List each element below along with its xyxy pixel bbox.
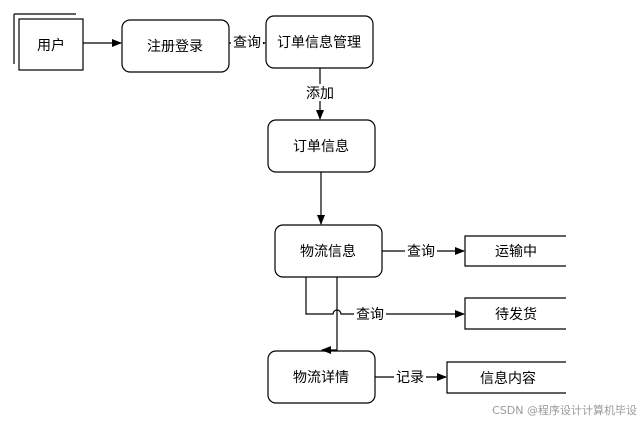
edge-label-add: 添加 bbox=[306, 86, 334, 102]
entity-user: 用户 bbox=[13, 13, 84, 71]
edge-label-query-3: 查询 bbox=[356, 307, 384, 323]
process-order-info-management: 订单信息管理 bbox=[265, 15, 374, 69]
edge-logistics-info-to-logistics-detail bbox=[321, 277, 338, 354]
entity-user-label: 用户 bbox=[37, 37, 65, 54]
datastore-in-transit: 运输中 bbox=[464, 235, 566, 267]
process-register-login: 注册登录 bbox=[121, 19, 230, 73]
edge-label-bg-query-3 bbox=[354, 305, 386, 322]
process-register-login-label: 注册登录 bbox=[147, 39, 203, 55]
datastore-pending-shipment-label: 待发货 bbox=[495, 306, 537, 323]
edge-label-bg-add bbox=[304, 84, 336, 101]
process-logistics-detail-label: 物流详情 bbox=[293, 370, 349, 386]
datastore-in-transit-label: 运输中 bbox=[495, 244, 537, 260]
edge-label-bg-query-1 bbox=[231, 33, 263, 50]
process-logistics-detail: 物流详情 bbox=[267, 350, 376, 404]
edge-label-bg-query-2 bbox=[405, 242, 437, 259]
datastore-info-content-label: 信息内容 bbox=[480, 370, 536, 387]
edge-label-bg-record bbox=[394, 368, 426, 385]
datastore-pending-shipment: 待发货 bbox=[464, 297, 566, 330]
edge-logistics-info-to-pending-shipment bbox=[305, 277, 465, 318]
process-order-info-label: 订单信息 bbox=[293, 138, 349, 155]
watermark: CSDN @程序设计计算机毕设 bbox=[492, 403, 637, 417]
edge-label-query-2: 查询 bbox=[407, 244, 435, 260]
edge-label-record: 记录 bbox=[396, 370, 424, 386]
process-order-info: 订单信息 bbox=[267, 119, 376, 173]
process-logistics-info-label: 物流信息 bbox=[300, 243, 356, 260]
datastore-info-content: 信息内容 bbox=[446, 361, 566, 394]
process-logistics-info: 物流信息 bbox=[274, 224, 383, 278]
edge-label-query-1: 查询 bbox=[233, 35, 261, 51]
process-order-info-management-label: 订单信息管理 bbox=[277, 34, 361, 51]
